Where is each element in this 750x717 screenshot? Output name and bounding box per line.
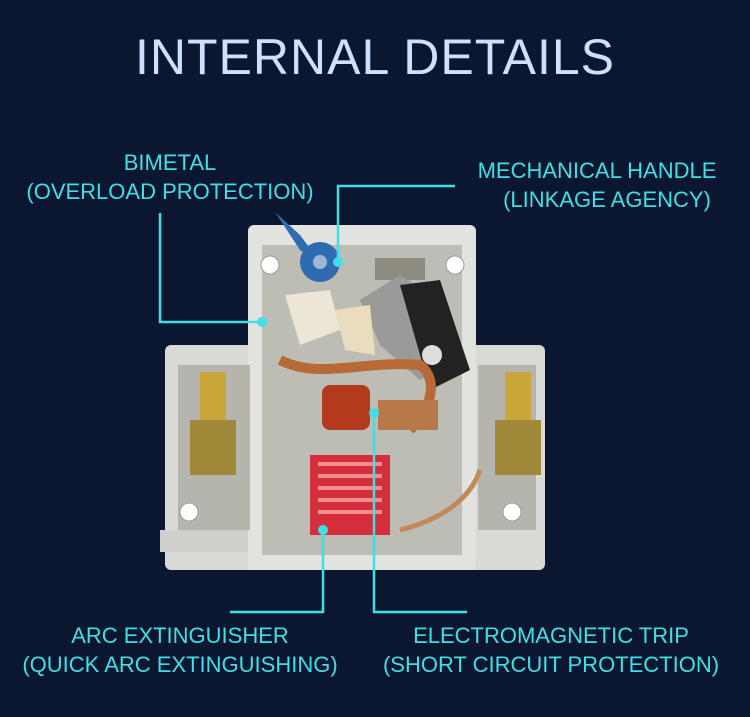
bimetal-callout: BIMETAL (OVERLOAD PROTECTION) — [15, 148, 325, 206]
handle-leader-line — [336, 184, 455, 262]
trip-subtitle: (SHORT CIRCUIT PROTECTION) — [382, 652, 720, 677]
trip-marker-dot — [369, 408, 379, 418]
arc-title: ARC EXTINGUISHER — [71, 623, 289, 648]
trip-leader-line — [372, 413, 467, 614]
bimetal-subtitle: (OVERLOAD PROTECTION) — [26, 179, 314, 204]
bimetal-marker-dot — [257, 317, 267, 327]
arc-leader-line — [230, 530, 325, 614]
handle-subtitle: (LINKAGE AGENCY) — [503, 187, 711, 212]
handle-title: MECHANICAL HANDLE — [477, 158, 717, 183]
trip-title: ELECTROMAGNETIC TRIP — [413, 623, 689, 648]
circuit-breaker-image — [160, 212, 545, 570]
page-title: INTERNAL DETAILS — [135, 29, 615, 85]
handle-marker-dot — [333, 257, 343, 267]
bimetal-leader-line — [158, 213, 262, 324]
arc-marker-dot — [318, 525, 328, 535]
trip-callout: ELECTROMAGNETIC TRIP (SHORT CIRCUIT PROT… — [372, 621, 730, 679]
bimetal-title: BIMETAL — [123, 150, 217, 175]
arc-subtitle: (QUICK ARC EXTINGUISHING) — [22, 652, 338, 677]
arc-callout: ARC EXTINGUISHER (QUICK ARC EXTINGUISHIN… — [10, 621, 350, 679]
handle-callout: MECHANICAL HANDLE (LINKAGE AGENCY) — [468, 156, 726, 214]
